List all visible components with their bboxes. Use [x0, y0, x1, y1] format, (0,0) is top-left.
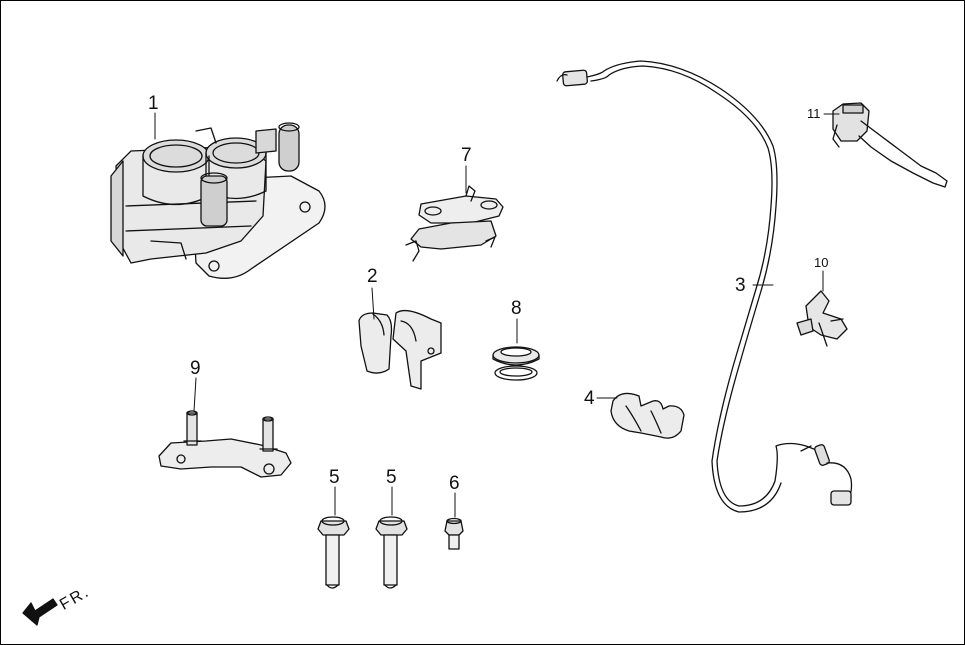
part-11-master-cylinder: [832, 102, 948, 188]
callout-1: 1: [148, 93, 159, 114]
callout-5b: 5: [386, 467, 397, 488]
front-direction-arrow: [22, 598, 58, 626]
part-7-brake-pads: [405, 185, 504, 262]
part-2-bracket: [358, 309, 442, 390]
callout-3: 3: [735, 275, 746, 296]
callout-11: 11: [807, 106, 821, 121]
callout-leaders: [154, 112, 840, 518]
callout-6: 6: [449, 473, 460, 494]
part-5-bolt-a: [317, 516, 350, 589]
callout-10: 10: [814, 255, 829, 270]
callout-5a: 5: [329, 467, 340, 488]
part-6-screw: [444, 517, 464, 550]
callout-2: 2: [367, 266, 378, 287]
part-8-seals: [492, 346, 540, 381]
part-3-cable: [556, 60, 853, 513]
callout-8: 8: [511, 298, 522, 319]
part-9-caliper-bracket: [158, 410, 292, 478]
part-4-clip: [610, 392, 685, 439]
callout-4: 4: [584, 388, 595, 409]
part-5-bolt-b: [375, 516, 408, 589]
part-10-switch: [796, 290, 848, 347]
callout-9: 9: [190, 358, 201, 379]
part-1-brake-caliper: [110, 122, 326, 279]
callout-7: 7: [461, 145, 472, 166]
